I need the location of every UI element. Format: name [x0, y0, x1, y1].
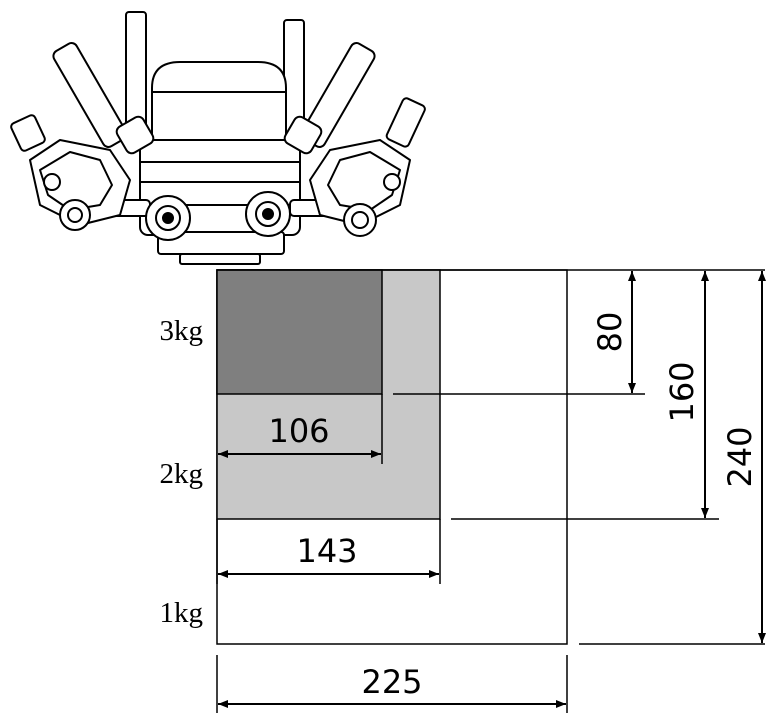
dim-106: 106: [268, 412, 329, 450]
dimension-width-2kg: 143: [216, 519, 441, 584]
dimension-width-1kg: 225: [216, 655, 568, 713]
dimension-width-3kg: 106: [218, 394, 383, 464]
dim-225: 225: [361, 663, 422, 701]
dim-240: 240: [721, 426, 759, 487]
dimension-depth-3kg: 80: [393, 271, 645, 395]
dim-143: 143: [296, 532, 357, 570]
label-1kg: 1kg: [160, 597, 204, 629]
dimension-depth-1kg: 240: [579, 271, 766, 645]
robotic-gripper-icon: [10, 11, 426, 265]
label-3kg: 3kg: [160, 315, 204, 347]
dimension-depth-2kg: 160: [451, 271, 719, 520]
dim-80: 80: [591, 312, 629, 353]
zone-3kg: [216, 269, 383, 395]
label-2kg: 2kg: [160, 458, 204, 490]
dim-160: 160: [663, 361, 701, 422]
